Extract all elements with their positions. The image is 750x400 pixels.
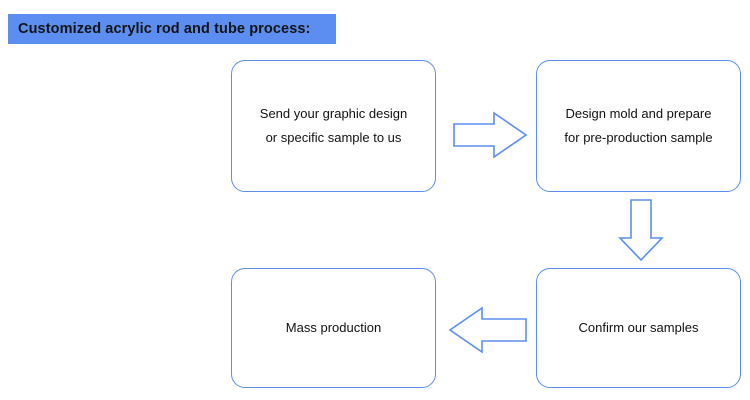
process-node-confirm-samples: Confirm our samples	[536, 268, 741, 388]
node-line-1: Confirm our samples	[578, 319, 699, 335]
arrow-down-icon	[616, 198, 666, 262]
node-line-1: Mass production	[285, 319, 382, 335]
node-line-2: or specific sample to us	[265, 130, 402, 145]
page-title: Customized acrylic rod and tube process:	[18, 21, 311, 37]
node-line-1: Design mold and prepare	[565, 105, 712, 121]
arrow-left-icon	[448, 305, 528, 355]
title-banner: Customized acrylic rod and tube process:	[8, 14, 336, 44]
node-line-2: for pre-production sample	[564, 130, 713, 145]
process-node-send-design: Send your graphic design or specific sam…	[231, 60, 436, 192]
process-node-design-mold: Design mold and prepare for pre-producti…	[536, 60, 741, 192]
arrow-right-icon	[452, 110, 528, 160]
process-node-mass-production: Mass production	[231, 268, 436, 388]
node-line-1: Send your graphic design	[259, 105, 408, 121]
